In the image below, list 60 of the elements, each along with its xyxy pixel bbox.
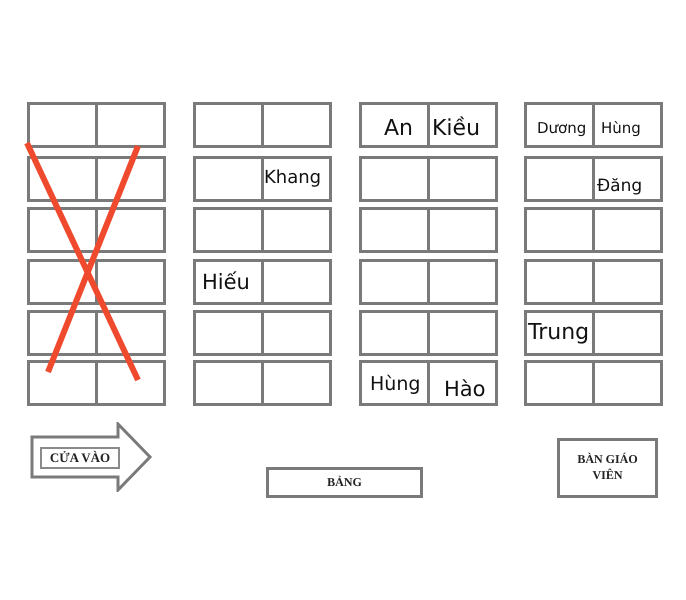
seat-box xyxy=(27,360,98,406)
seat-box xyxy=(193,360,264,406)
seat-box xyxy=(193,310,264,356)
seat-box xyxy=(95,207,166,253)
student-name: Trung xyxy=(528,322,590,344)
seat-box xyxy=(261,102,332,148)
seat-box xyxy=(359,310,430,356)
student-name: Hiếu xyxy=(202,272,250,293)
seat-box xyxy=(261,259,332,305)
student-name: Hùng xyxy=(370,375,420,394)
student-name: Khang xyxy=(264,169,322,187)
seat-box xyxy=(427,207,498,253)
box-label: BÀN GIÁO VIÊN xyxy=(576,452,639,484)
seat-box xyxy=(193,156,264,202)
student-name: Dương xyxy=(537,121,586,136)
seat-box xyxy=(592,207,663,253)
seat-box xyxy=(592,259,663,305)
student-name: Hào xyxy=(444,379,486,400)
seat-box xyxy=(193,259,264,305)
seat-box xyxy=(359,259,430,305)
seat-box xyxy=(524,102,595,148)
seat-box xyxy=(359,102,430,148)
seat-box xyxy=(524,156,595,202)
seat-box xyxy=(427,156,498,202)
seat-box xyxy=(193,207,264,253)
seat-box xyxy=(261,156,332,202)
seat-box xyxy=(592,102,663,148)
seat-box xyxy=(524,360,595,406)
seat-box xyxy=(261,207,332,253)
seat-box xyxy=(27,102,98,148)
seat-box xyxy=(592,156,663,202)
seat-box xyxy=(359,360,430,406)
seat-box xyxy=(95,156,166,202)
seat-box xyxy=(427,259,498,305)
seat-box xyxy=(524,310,595,356)
seat-box xyxy=(592,310,663,356)
box-label: BẢNG xyxy=(327,474,362,490)
student-name: Kiều xyxy=(432,118,480,140)
seat-box xyxy=(524,259,595,305)
seat-box xyxy=(95,259,166,305)
seat-box xyxy=(592,360,663,406)
seat-box xyxy=(95,360,166,406)
student-name: Hùng xyxy=(601,121,641,136)
seat-box xyxy=(193,102,264,148)
teacher-desk-box xyxy=(557,438,658,498)
seat-box xyxy=(261,310,332,356)
board-box xyxy=(266,467,423,498)
seat-box xyxy=(427,102,498,148)
seat-box xyxy=(524,207,595,253)
entrance-label: CỬA VÀO xyxy=(50,450,110,465)
student-name: Đăng xyxy=(597,178,642,195)
seat-box xyxy=(95,310,166,356)
seat-box xyxy=(427,360,498,406)
entrance-arrow xyxy=(30,422,152,492)
seat-box xyxy=(359,207,430,253)
seat-box xyxy=(359,156,430,202)
seat-box xyxy=(427,310,498,356)
student-name: An xyxy=(384,118,413,140)
seat-box xyxy=(95,102,166,148)
seat-box xyxy=(261,360,332,406)
